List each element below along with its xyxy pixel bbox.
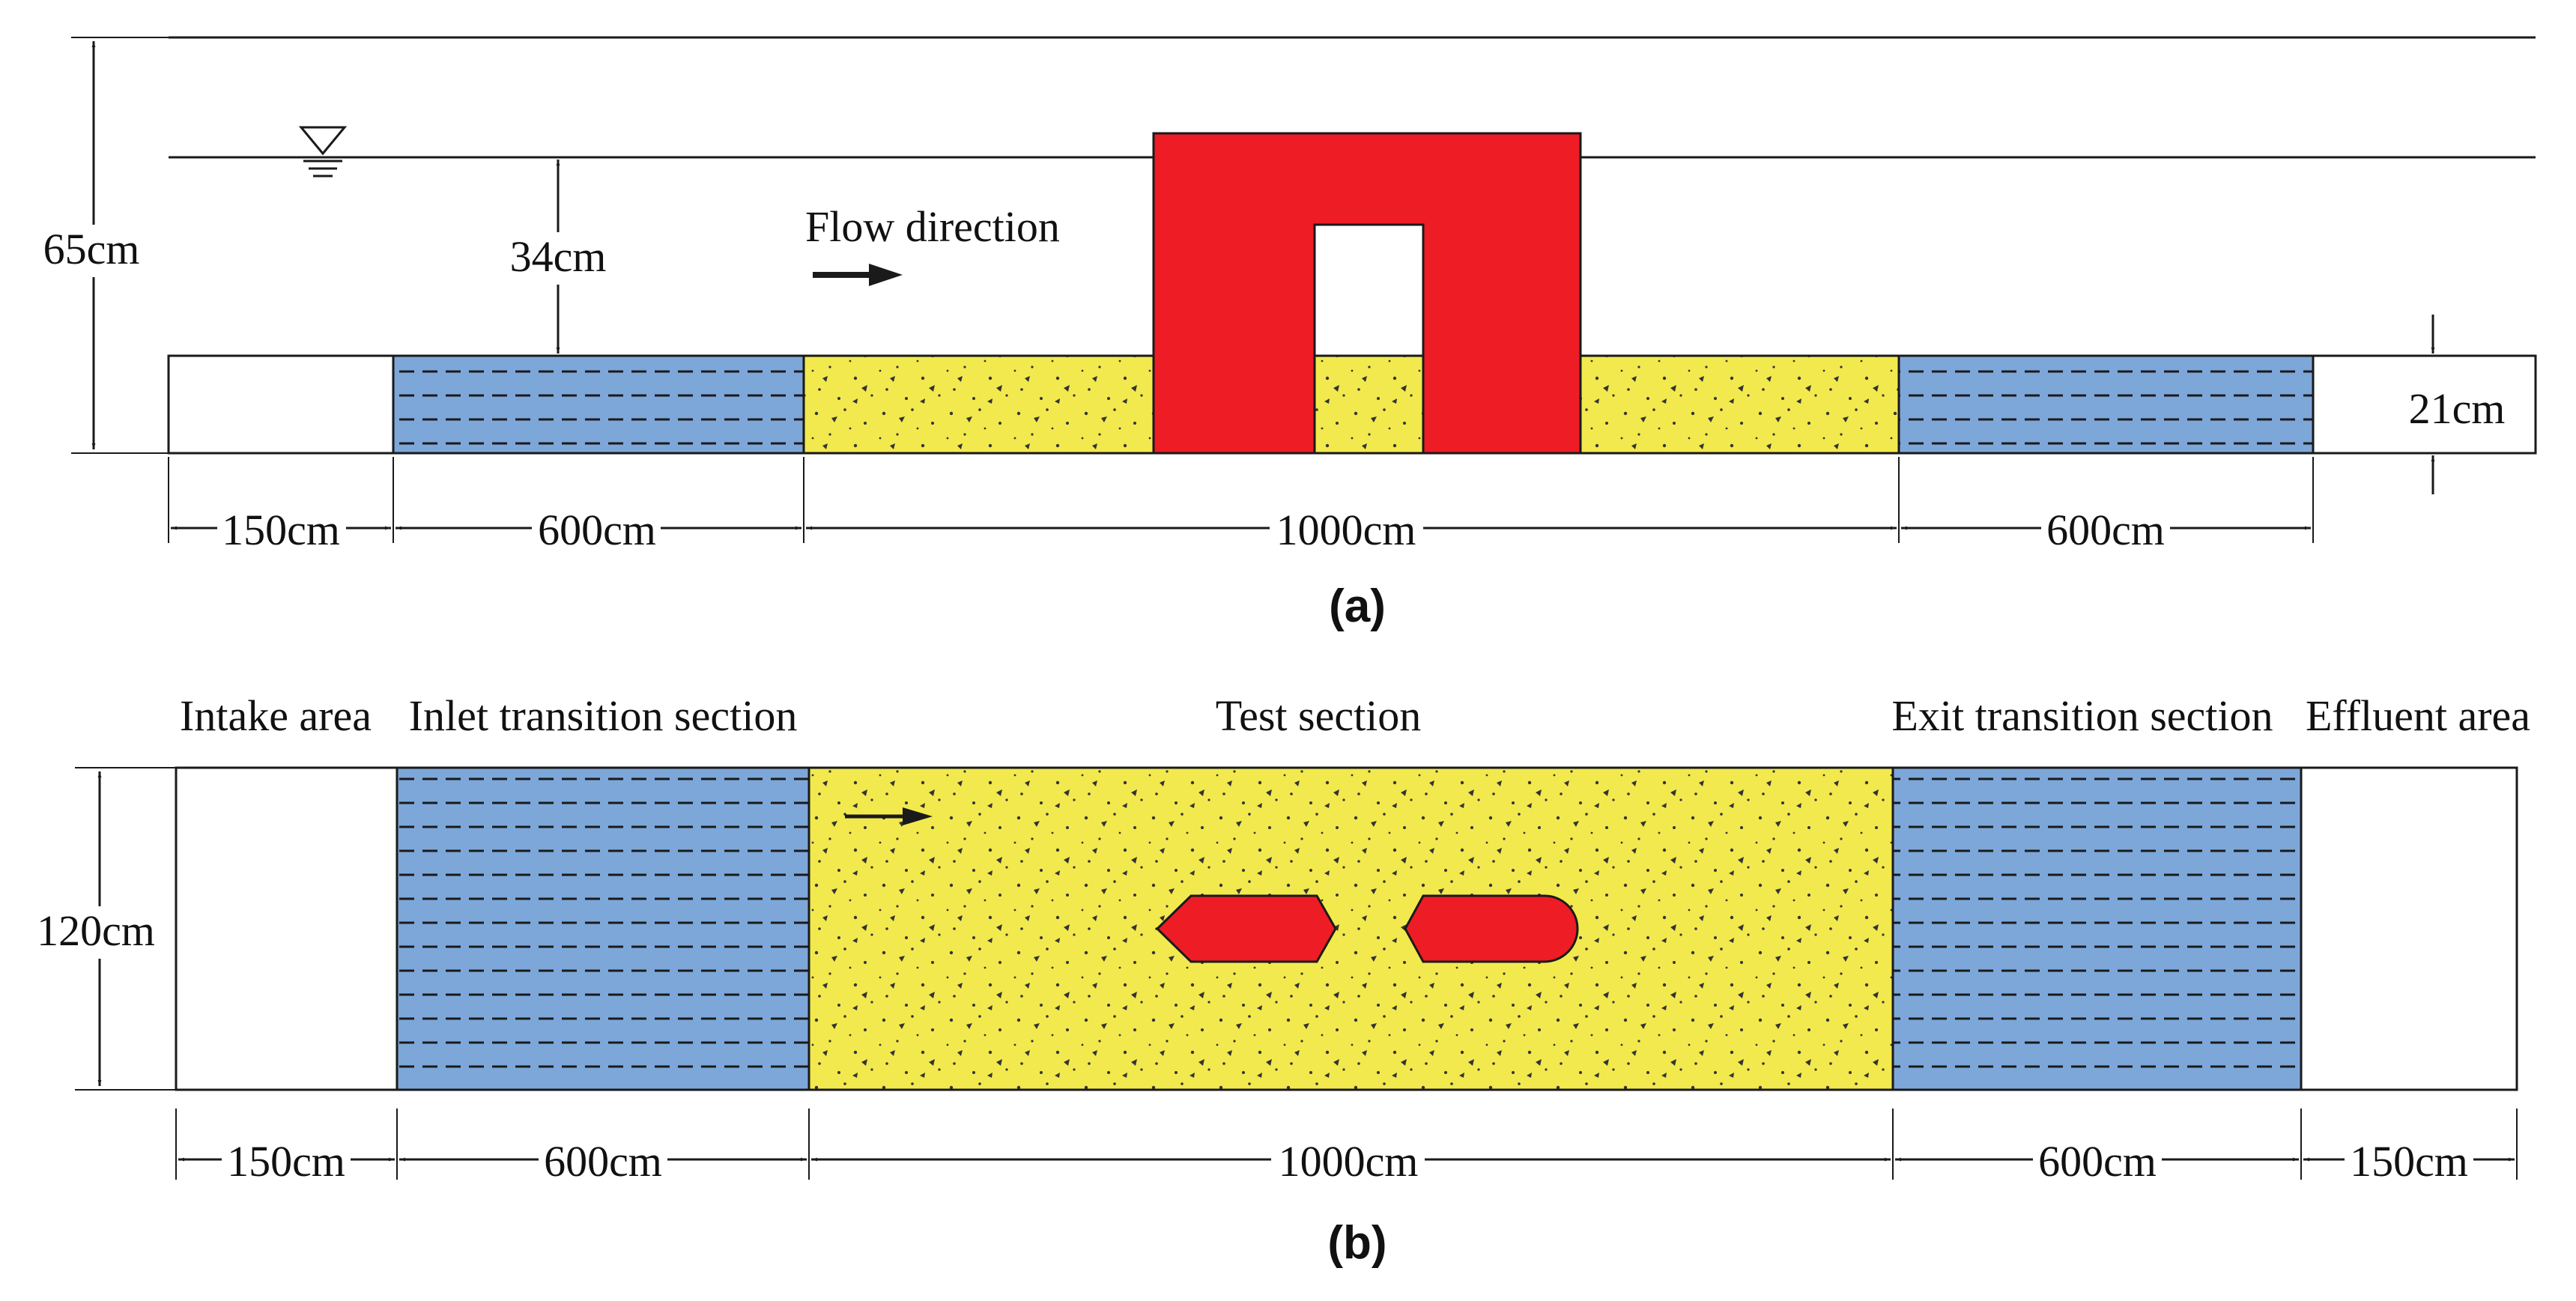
length-label-b-4: 150cm (2350, 1137, 2468, 1186)
width-label: 120cm (37, 906, 155, 955)
sediment-fill (802, 354, 1900, 455)
length-label-b-0: 150cm (227, 1137, 345, 1186)
section-label-test: Test section (1216, 691, 1422, 740)
section-label-intake: Intake area (180, 691, 372, 740)
length-dimensions-b: 150cm 600cm 1000cm 600cm 150cm (175, 1109, 2518, 1186)
length-label-b-2: 1000cm (1279, 1137, 1419, 1186)
dimension-120cm: 120cm (30, 767, 180, 1091)
inlet-transition-plan (396, 766, 810, 1091)
caption-b: (b) (1327, 1217, 1387, 1269)
length-label-b-1: 600cm (544, 1137, 662, 1186)
panel-b: Intake area Inlet transition section Tes… (30, 691, 2530, 1269)
section-label-effluent: Effluent area (2306, 691, 2530, 740)
exit-transition-fill (1897, 354, 2315, 455)
section-label-exit: Exit transition section (1891, 691, 2273, 740)
length-label-a-1: 600cm (538, 506, 656, 554)
inlet-transition-fill (392, 354, 805, 455)
dimension-34cm: 34cm (502, 160, 614, 354)
sediment-depth-label: 21cm (2409, 384, 2506, 433)
flow-direction-label: Flow direction (805, 202, 1060, 251)
pier-plan-downstream (1404, 894, 1579, 963)
dimension-65cm: 65cm (30, 37, 172, 454)
pier-plan-upstream (1155, 894, 1337, 963)
length-dimensions-a: 150cm 600cm 1000cm 600cm (168, 457, 2314, 554)
length-label-a-3: 600cm (2046, 506, 2165, 554)
water-depth-label: 34cm (510, 232, 607, 281)
length-label-b-3: 600cm (2038, 1137, 2157, 1186)
length-label-a-2: 1000cm (1276, 506, 1416, 554)
test-section-plan (807, 766, 1894, 1091)
exit-transition-plan (1891, 766, 2303, 1091)
length-label-a-0: 150cm (222, 506, 340, 554)
dimension-21cm: 21cm (2409, 315, 2506, 494)
pier-side-view (1152, 132, 1582, 455)
section-label-inlet: Inlet transition section (409, 691, 798, 740)
arrow-right-icon (845, 807, 933, 825)
panel-a: Flow direction 65cm 34cm 21cm (30, 36, 2537, 632)
arrow-right-icon (813, 264, 903, 286)
water-level-triangle-icon (298, 126, 348, 178)
caption-a: (a) (1329, 580, 1386, 632)
total-height-label: 65cm (43, 225, 140, 273)
